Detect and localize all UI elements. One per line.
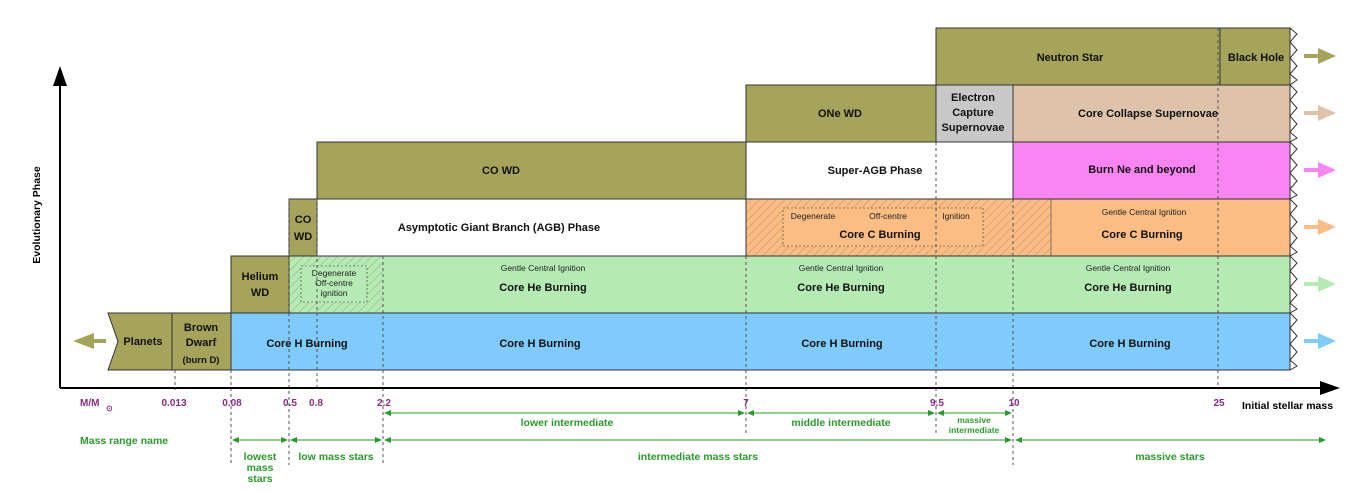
degenerate-c-label-box	[782, 207, 984, 247]
mass-boundaries	[174, 142, 1014, 465]
mass-tick-10: 10	[1008, 398, 1020, 409]
mass-unit-label: M/M	[80, 398, 99, 409]
arrow-ccsn	[1304, 105, 1336, 121]
lowest-mass-label-1: lowest	[244, 451, 277, 463]
core-he-burning-label-2: Core He Burning	[797, 282, 884, 294]
degenerate-he-label-2: Off-centre	[315, 278, 353, 288]
ccsn-box	[1012, 84, 1291, 143]
degenerate-he-label-3: ignition	[321, 288, 348, 298]
core-c-burning-label-2: Core C Burning	[1101, 229, 1182, 241]
one-row: ONe WD Electron Capture Supernovae Core …	[745, 84, 1291, 143]
core-h-burning-label-3: Core H Burning	[801, 338, 882, 350]
co-wd-small-box	[288, 198, 318, 257]
arrow-core-he	[1304, 276, 1336, 292]
planets-box	[107, 312, 173, 371]
degenerate-c-label: Degenerate	[791, 211, 836, 221]
massive-stars-label: massive stars	[1135, 451, 1205, 463]
arrow-core-h	[1304, 333, 1336, 349]
agb-phase-box	[316, 198, 747, 257]
x-axis-label: Initial stellar mass	[1242, 400, 1333, 412]
gentle-ignition-label-2: Gentle Central Ignition	[799, 263, 884, 273]
mass-tick-7: 7	[743, 398, 749, 409]
core-h-burning-label-2: Core H Burning	[499, 338, 580, 350]
ccsn-label: Core Collapse Supernovae	[1078, 108, 1218, 120]
brown-dwarf-box	[171, 312, 232, 371]
ecsn-label-3: Supernovae	[942, 122, 1005, 134]
helium-wd-label-1: Helium	[242, 271, 279, 283]
co-wd-box	[316, 141, 747, 200]
mass-range-title: Mass range name	[80, 435, 168, 447]
mass-range-names	[232, 410, 1326, 443]
degenerate-he-label-box	[300, 265, 368, 303]
core-he-burning-label-3: Core He Burning	[1084, 282, 1171, 294]
black-hole-box	[1219, 27, 1291, 86]
mass-tick-95: 9.5	[930, 398, 944, 409]
top-row: Neutron Star Black Hole	[935, 27, 1291, 86]
mass-tick-0013: 0.013	[161, 398, 186, 409]
gentle-ignition-label-1: Gentle Central Ignition	[501, 263, 586, 273]
arrow-planets	[73, 333, 106, 349]
ignition-c-label: Ignition	[942, 211, 970, 221]
core-c-burning-label-1: Core C Burning	[839, 229, 920, 241]
lower-intermediate-label: lower intermediate	[521, 417, 614, 429]
co-wd-small-label-1: CO	[295, 214, 312, 226]
brown-dwarf-label-2: Dwarf	[186, 337, 217, 349]
black-hole-label: Black Hole	[1228, 52, 1284, 64]
gentle-ignition-label-3: Gentle Central Ignition	[1086, 263, 1171, 273]
axes	[53, 66, 1340, 395]
planets-label: Planets	[123, 336, 162, 348]
neutron-star-box	[935, 27, 1221, 86]
helium-wd-box	[230, 255, 290, 314]
co-row: CO WD Super-AGB Phase Burn Ne and beyond	[316, 141, 1291, 200]
arrow-burn-ne	[1304, 162, 1336, 178]
ecsn-label-1: Electron	[951, 92, 995, 104]
hydrogen-row: Planets Brown Dwarf (burn D) Core H Burn…	[107, 312, 1291, 371]
y-axis-label: Evolutionary Phase	[31, 166, 43, 264]
core-he-burning-bar	[288, 255, 1291, 314]
brown-dwarf-label-3: (burn D)	[183, 355, 220, 366]
massive-intermediate-label-2: intermediate	[949, 425, 1000, 435]
burn-ne-label: Burn Ne and beyond	[1088, 164, 1196, 176]
mass-unit-sub: ⊙	[106, 404, 113, 413]
one-wd-box	[745, 84, 937, 143]
super-agb-box	[745, 141, 1014, 200]
massive-intermediate-label-1: massive	[957, 415, 991, 425]
co-wd-small-label-2: WD	[294, 231, 312, 243]
super-agb-label: Super-AGB Phase	[828, 165, 923, 177]
helium-row: Helium WD Degenerate Off-centre ignition…	[230, 255, 1291, 314]
arrow-black-hole	[1304, 48, 1336, 64]
mass-tick-labels: M/M ⊙ 0.013 0.08 0.5 0.8 2.2 7 9.5 10 25	[80, 398, 1225, 413]
one-wd-label: ONe WD	[818, 108, 862, 120]
agb-phase-label: Asymptotic Giant Branch (AGB) Phase	[398, 222, 600, 234]
mass-tick-008: 0.08	[222, 398, 242, 409]
lowest-mass-label-2: mass	[247, 462, 274, 474]
ecsn-label-2: Capture	[952, 107, 994, 119]
helium-wd-label-2: WD	[251, 287, 269, 299]
low-mass-label: low mass stars	[298, 451, 373, 463]
core-h-burning-label-1: Core H Burning	[266, 338, 347, 350]
brown-dwarf-label-1: Brown	[184, 322, 219, 334]
arrow-core-c	[1304, 219, 1336, 235]
mass-tick-22: 2.2	[377, 398, 391, 409]
degenerate-he-label-1: Degenerate	[312, 268, 357, 278]
burn-ne-box	[1012, 141, 1291, 200]
core-h-burning-bar	[230, 312, 1291, 371]
zigzag-edges	[1289, 27, 1302, 371]
row-arrows	[73, 48, 1336, 349]
off-centre-c-label: Off-centre	[869, 211, 907, 221]
core-h-burning-label-4: Core H Burning	[1089, 338, 1170, 350]
core-he-burning-label-1: Core He Burning	[499, 282, 586, 294]
agb-row: CO WD Asymptotic Giant Branch (AGB) Phas…	[288, 198, 1291, 257]
mass-tick-08: 0.8	[309, 398, 323, 409]
gentle-ignition-c-label: Gentle Central Ignition	[1102, 207, 1187, 217]
mass-tick-25: 25	[1213, 398, 1225, 409]
mass-tick-05: 0.5	[283, 398, 297, 409]
neutron-star-label: Neutron Star	[1037, 52, 1104, 64]
middle-intermediate-label: middle intermediate	[791, 417, 890, 429]
co-wd-label: CO WD	[482, 165, 520, 177]
intermediate-mass-label: intermediate mass stars	[638, 451, 758, 463]
lowest-mass-label-3: stars	[247, 473, 272, 485]
